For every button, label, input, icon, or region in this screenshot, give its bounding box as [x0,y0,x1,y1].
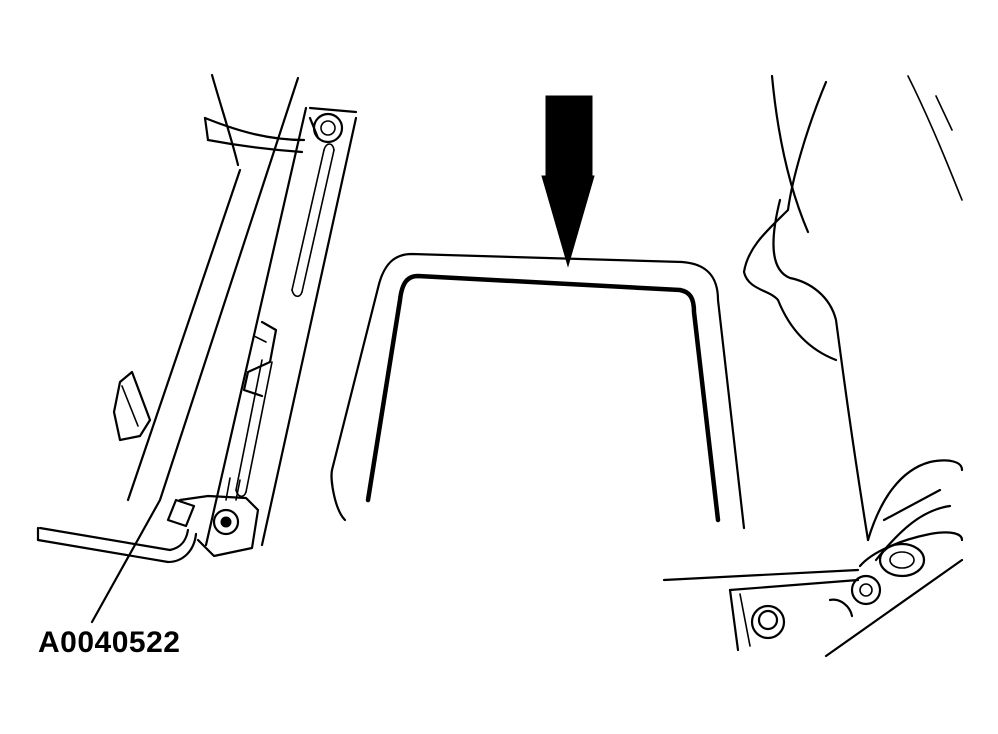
seat-track-assembly [36,73,358,624]
seat-cushion-area [662,74,964,658]
u-frame [330,252,746,530]
down-arrow-icon [541,95,595,268]
figure-code-label: A0040522 [38,626,181,659]
